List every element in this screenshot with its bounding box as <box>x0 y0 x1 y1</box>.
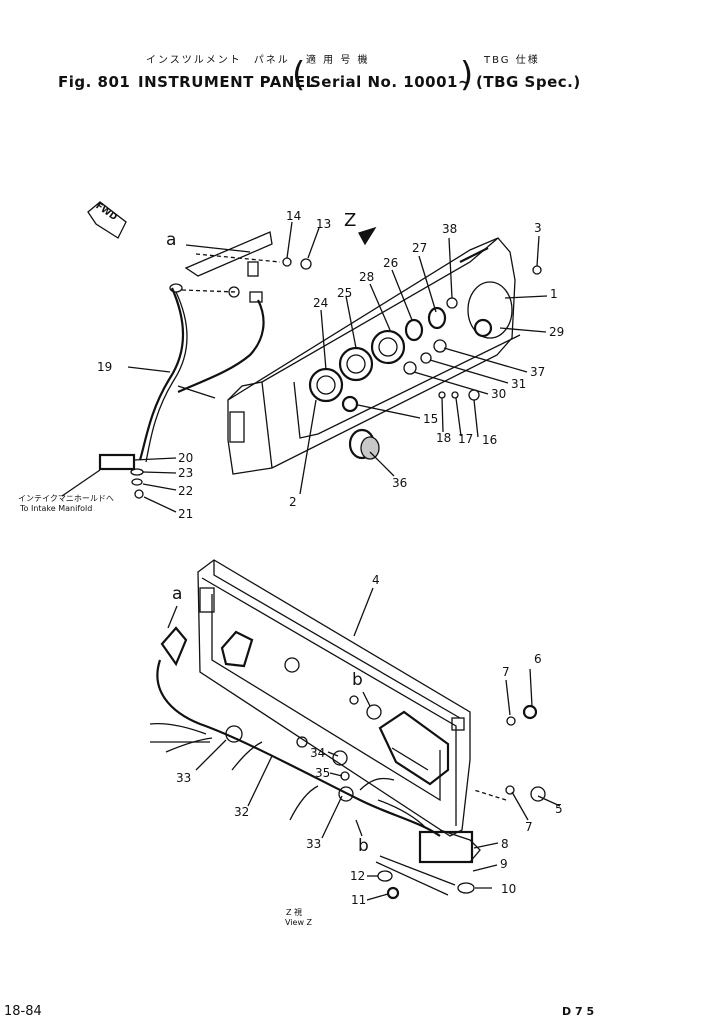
part-38: 38 <box>442 222 458 236</box>
part-12: 12 <box>350 869 366 883</box>
part-26: 26 <box>383 256 399 270</box>
part-2: 2 <box>289 495 297 509</box>
part-7-lower: 7 <box>525 820 533 834</box>
part-17: 17 <box>458 432 474 446</box>
callout-b-upper: b <box>352 670 363 690</box>
part-18: 18 <box>436 431 452 445</box>
page-number: 18-84 <box>4 1004 42 1019</box>
leaders-lower <box>167 587 561 901</box>
view-z-japanese: Z 視 <box>286 908 303 917</box>
callout-a-upper: a <box>166 230 177 250</box>
part-35: 35 <box>315 766 331 780</box>
part-4: 4 <box>372 573 380 587</box>
part-30: 30 <box>491 387 507 401</box>
part-14: 14 <box>286 209 302 223</box>
gauge-cluster <box>308 297 493 413</box>
japanese-tbg-spec: TBG 仕様 <box>484 55 540 66</box>
wire-harness <box>149 626 481 900</box>
view-z-letter: Z <box>344 210 357 231</box>
part-33-center: 33 <box>306 837 322 851</box>
part-15: 15 <box>423 412 439 426</box>
paren-open: ( <box>292 55 306 95</box>
part-13: 13 <box>316 217 332 231</box>
fwd-arrow <box>87 201 127 239</box>
serial-number-range: Serial No. 10001~ <box>310 73 472 91</box>
part-19: 19 <box>97 360 113 374</box>
part-23: 23 <box>178 466 194 480</box>
part-32: 32 <box>234 805 250 819</box>
lower-panel-housing <box>197 559 471 837</box>
pipe-19 <box>61 283 265 499</box>
detail-a-upper <box>184 231 312 277</box>
part-25: 25 <box>337 286 353 300</box>
part-6: 6 <box>534 652 542 666</box>
part-27: 27 <box>412 241 428 255</box>
part-20: 20 <box>178 451 194 465</box>
part-22: 22 <box>178 484 194 498</box>
part-36: 36 <box>392 476 408 490</box>
part-37: 37 <box>530 365 546 379</box>
part-24: 24 <box>313 296 329 310</box>
tbg-spec: (TBG Spec.) <box>476 73 581 91</box>
part-31: 31 <box>511 377 527 391</box>
part-21: 21 <box>178 507 194 521</box>
figure-title: INSTRUMENT PANEL <box>138 73 316 91</box>
part-10: 10 <box>501 882 517 896</box>
part-5: 5 <box>555 802 563 816</box>
part-16: 16 <box>482 433 498 447</box>
model-code: D 7 5 <box>562 1005 595 1018</box>
part-7-upper: 7 <box>502 665 510 679</box>
view-z-english: View Z <box>285 918 313 927</box>
part-3: 3 <box>534 221 542 235</box>
upper-panel-housing <box>227 237 521 475</box>
callout-a-lower: a <box>172 584 183 604</box>
callout-b-lower: b <box>358 836 369 856</box>
part-9: 9 <box>500 857 508 871</box>
part-33-left: 33 <box>176 771 192 785</box>
japanese-applicable-serial: 適 用 号 機 <box>306 55 370 66</box>
japanese-title: インスツルメント パネル <box>146 55 290 66</box>
knob-36 <box>348 428 380 460</box>
leaders-upper <box>127 221 548 513</box>
intake-note-japanese: インテイクマニホールドへ <box>18 494 114 503</box>
figure-number: Fig. 801 <box>58 73 131 91</box>
part-8: 8 <box>501 837 509 851</box>
intake-note-english: To Intake Manifold <box>20 504 93 513</box>
part-28: 28 <box>359 270 375 284</box>
paren-close: ) <box>460 55 474 95</box>
part-1: 1 <box>550 287 558 301</box>
part-29: 29 <box>549 325 565 339</box>
part-11: 11 <box>351 893 367 907</box>
part-34: 34 <box>310 746 326 760</box>
